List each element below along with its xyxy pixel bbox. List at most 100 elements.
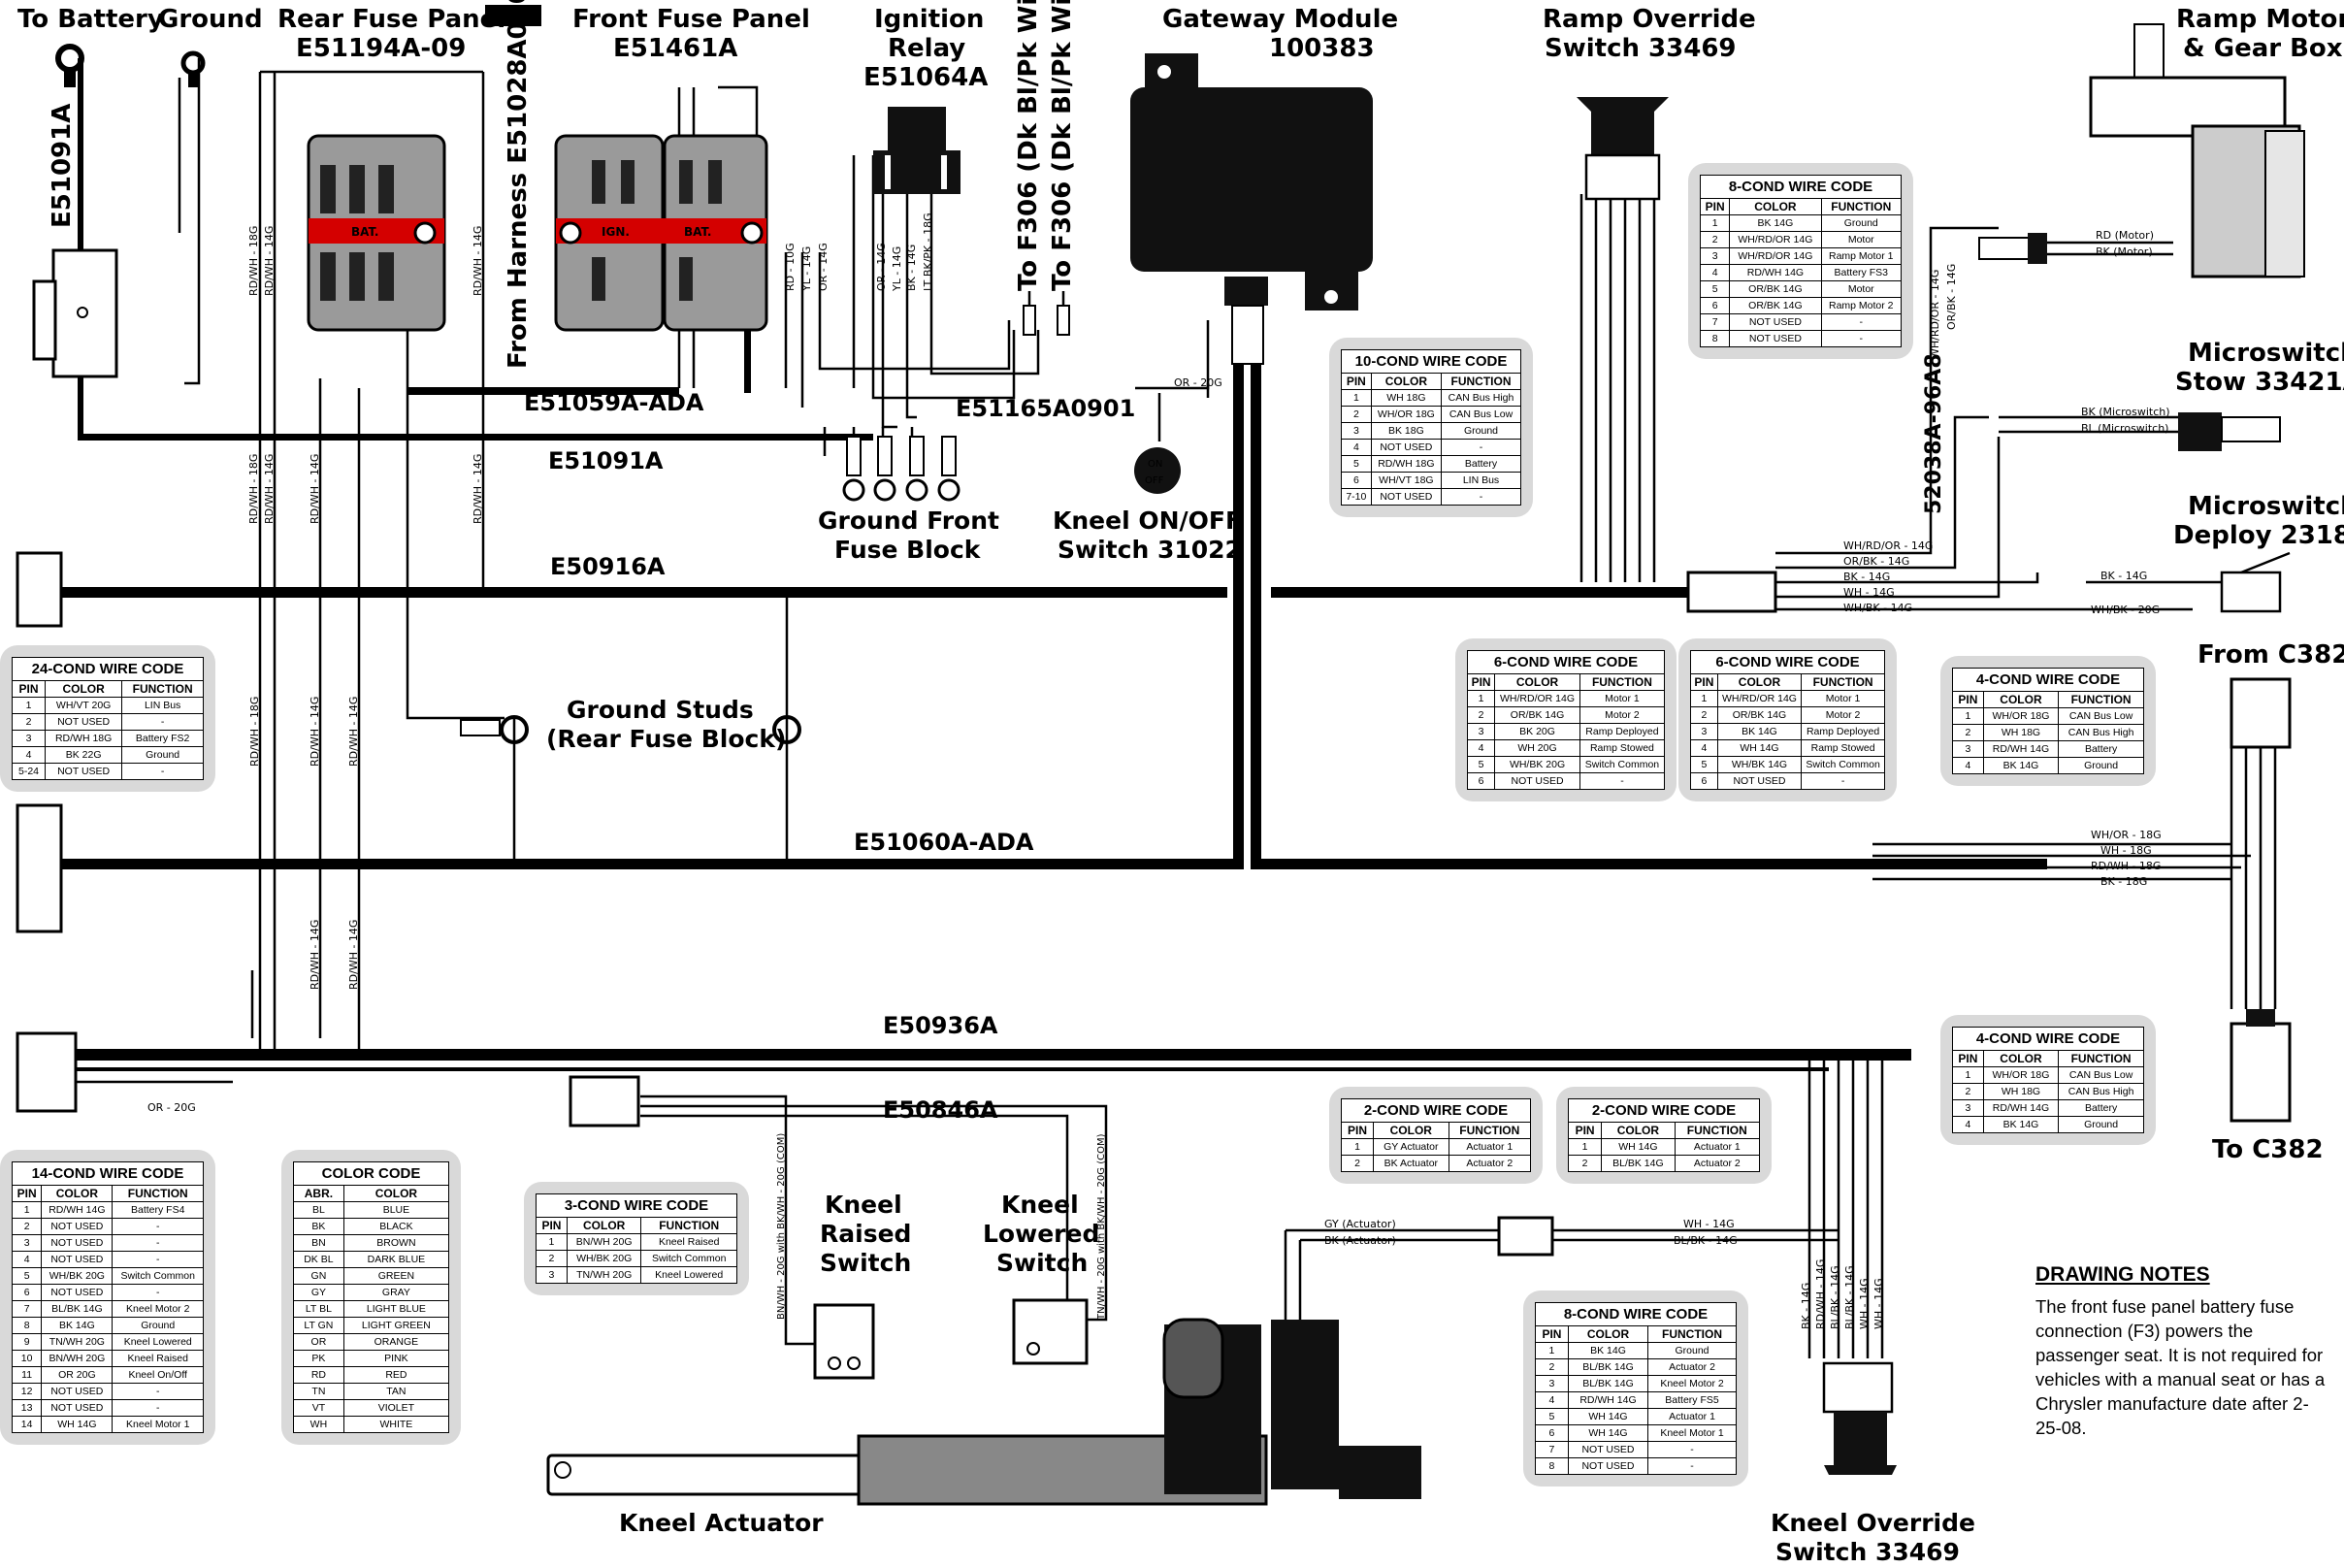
table-cell: Ground xyxy=(121,746,204,764)
table-cell: BK 14G xyxy=(1982,1116,2060,1133)
table-cell: 9 xyxy=(11,1333,43,1351)
note-badge: NOTE xyxy=(485,5,541,26)
table-header-cell: PIN xyxy=(1535,1325,1569,1343)
microswitch-stow xyxy=(2178,412,2281,451)
ground-front-1: Ground Front xyxy=(818,506,999,535)
table-cell: Ground xyxy=(1820,214,1903,232)
wire-label: BK (Actuator) xyxy=(1324,1234,1396,1247)
table-title: 6-COND WIRE CODE xyxy=(1467,650,1665,673)
microswitch-stow-1: Microswitch xyxy=(2188,339,2344,368)
table-cell: Kneel Raised xyxy=(112,1350,204,1367)
table-header-cell: FUNCTION xyxy=(1647,1325,1737,1343)
table-cell: NOT USED xyxy=(41,1218,114,1235)
wire-label: RD/WH - 18G xyxy=(247,454,260,524)
ground-front-fuse-block-terminals xyxy=(842,436,960,502)
table-cell: LIN Bus xyxy=(121,697,204,714)
table-cell: BLUE xyxy=(342,1201,450,1219)
table-cell: 1 xyxy=(1567,1138,1603,1156)
wire-label: RD (Motor) xyxy=(2096,229,2154,242)
ignition-relay-pn: E51064A xyxy=(863,63,988,92)
e50936a-label: E50936A xyxy=(883,1012,998,1039)
wire-label: BK - 18G xyxy=(2100,875,2147,888)
table-cell: Switch Common xyxy=(1801,756,1885,773)
table-cell: 4 xyxy=(1952,1116,1984,1133)
table-cell: BROWN xyxy=(342,1234,450,1252)
table-cell: 4 xyxy=(1466,739,1496,757)
table-cell: 2 xyxy=(11,1218,43,1235)
wire-label: WH/BK - 14G xyxy=(1843,602,1912,614)
table-cell: BK 14G xyxy=(41,1317,114,1334)
table-cell: 7-10 xyxy=(1341,488,1372,506)
table-title: COLOR CODE xyxy=(293,1161,449,1185)
table-cell: - xyxy=(1801,772,1885,790)
wire-label: RD/WH - 18G xyxy=(248,697,261,767)
table-cell: Ground xyxy=(2058,757,2144,774)
table-cell: RD/WH 14G xyxy=(41,1201,114,1219)
wire-label: RD/WH - 14G xyxy=(309,697,321,767)
table-cell: WH/BK 20G xyxy=(1494,756,1580,773)
microswitch-stow-2: Stow 33421A xyxy=(2175,368,2344,397)
table-header-cell: COLOR xyxy=(1567,1325,1649,1343)
rear-fuse-panel-title: Rear Fuse Panel xyxy=(277,5,505,34)
table-title: 2-COND WIRE CODE xyxy=(1341,1098,1531,1122)
table-cell: 3 xyxy=(1341,422,1372,440)
table-cell: NOT USED xyxy=(1567,1457,1649,1475)
harness-e50936a xyxy=(73,1049,1911,1061)
wire-label: WH - 18G xyxy=(2100,844,2152,857)
table-cell: Kneel Motor 1 xyxy=(1647,1424,1737,1442)
table-cell: Motor 1 xyxy=(1801,690,1885,707)
table-cell: Actuator 1 xyxy=(1647,1408,1737,1425)
table-cell: Ramp Stowed xyxy=(1801,739,1885,757)
table-cell: 3 xyxy=(1952,1099,1984,1117)
table-cell: WH/RD/OR 14G xyxy=(1716,690,1803,707)
wire-label: WH - 14G xyxy=(1872,1278,1885,1329)
table-cell: WH 14G xyxy=(1601,1138,1676,1156)
table-cell: 1 xyxy=(1952,707,1984,725)
wire-label: RD/WH - 18G xyxy=(247,226,260,296)
table-cell: WH/BK 20G xyxy=(41,1267,114,1285)
front-fuse-ign-text: IGN. xyxy=(602,225,630,239)
harness-e51060a-left xyxy=(58,859,1244,869)
table-cell: - xyxy=(112,1399,204,1417)
table-cell: Ramp Deployed xyxy=(1801,723,1885,740)
table-cell: 3 xyxy=(12,730,46,747)
table-cell: - xyxy=(112,1383,204,1400)
wire-label: RD/WH - 14G xyxy=(472,454,484,524)
ramp-motor xyxy=(2089,23,2305,278)
ground-studs-2: (Rear Fuse Block) xyxy=(546,725,786,753)
table-cell: 4 xyxy=(12,746,46,764)
wire-label: BL/BK - 14G xyxy=(1829,1265,1841,1329)
table-cell: 2 xyxy=(1341,406,1372,423)
two-cond-connector xyxy=(1497,1216,1554,1257)
table-cell: 4 xyxy=(1690,739,1718,757)
table-cell: NOT USED xyxy=(44,763,123,780)
ramp-override-title: Ramp Override xyxy=(1543,5,1756,34)
table-cell: BK 14G xyxy=(1716,723,1803,740)
